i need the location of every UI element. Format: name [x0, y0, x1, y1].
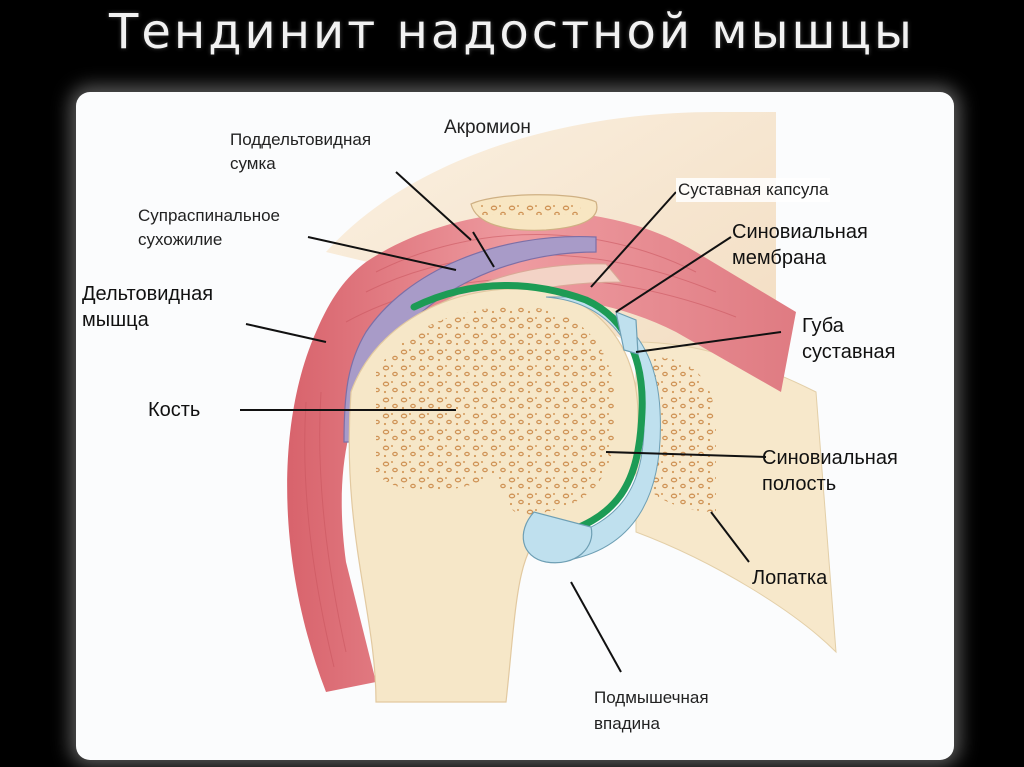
label-synovial-membrane-line1: Синовиальная: [732, 221, 868, 243]
label-labrum-line1: Губа: [802, 315, 844, 337]
label-deltoid-line1: Дельтовидная: [82, 283, 214, 305]
humerus-spongy: [376, 306, 616, 516]
diagram-panel: Акромион Поддельтовидная сумка Супраспин…: [76, 92, 954, 760]
label-supraspinatus-line2: сухожилие: [138, 230, 223, 249]
label-synovial-membrane-line2: мембрана: [732, 247, 827, 269]
label-supraspinatus-line1: Супраспинальное: [138, 206, 281, 225]
label-scapula: Лопатка: [752, 567, 828, 589]
labrum: [615, 311, 639, 355]
leader-lines: [240, 171, 782, 673]
label-axilla-line2: впадина: [594, 714, 660, 733]
label-subdeltoid-bursa-line2: сумка: [230, 154, 276, 173]
scapula-spongy: [646, 357, 716, 512]
glenoid-cavity-pocket: [522, 511, 593, 564]
label-axilla-line1: Подмышечная: [594, 688, 709, 707]
label-subdeltoid-bursa-line1: Поддельтовидная: [230, 130, 372, 149]
diagram-title: Тендинит надостной мышцы: [109, 4, 915, 60]
label-acromion: Акромион: [444, 117, 531, 138]
label-deltoid-line2: мышца: [82, 309, 149, 331]
label-labrum-line2: суставная: [802, 341, 896, 363]
shoulder-anatomy-illustration: [240, 112, 837, 703]
label-bone: Кость: [148, 399, 201, 421]
label-synovial-cavity-line1: Синовиальная: [762, 447, 898, 469]
label-joint-capsule: Суставная капсула: [676, 178, 831, 202]
label-synovial-cavity-line2: полость: [762, 473, 837, 495]
